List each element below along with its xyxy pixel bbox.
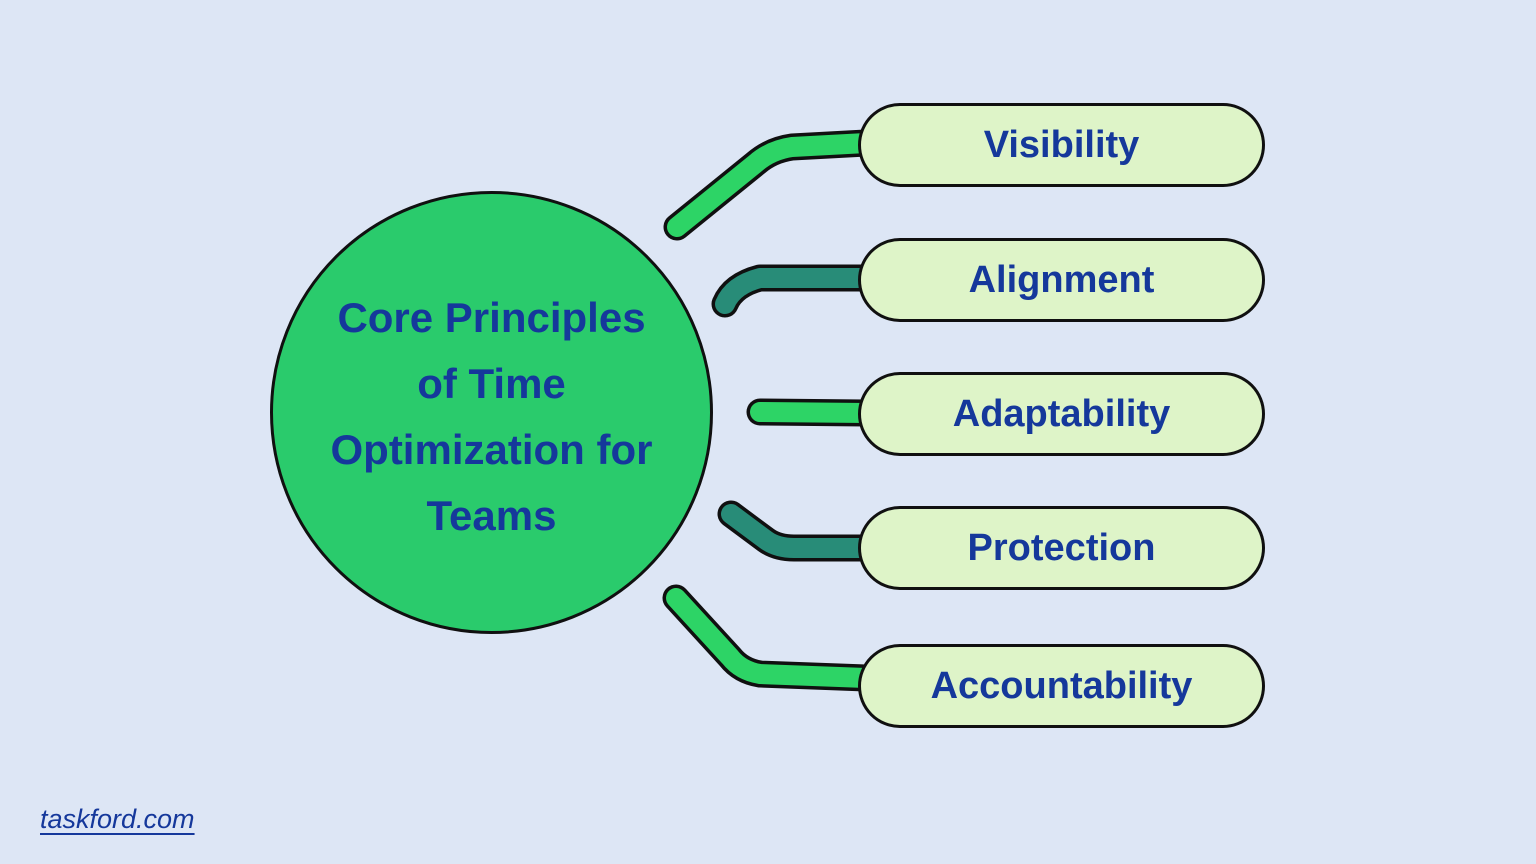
center-title-line: Teams [426, 491, 557, 539]
center-topic-title: Core Principles of Time Optimization for… [331, 285, 653, 549]
center-title-line: Optimization for [330, 425, 653, 473]
node-pill-accountability: Accountability [858, 644, 1265, 728]
node-pill-protection: Protection [858, 506, 1265, 590]
node-label: Adaptability [952, 392, 1171, 435]
center-title-line: Core Principles [337, 293, 646, 341]
node-pill-visibility: Visibility [858, 103, 1265, 187]
node-label: Accountability [930, 664, 1193, 707]
connector-protection [717, 500, 880, 562]
connector-alignment [711, 264, 880, 318]
website-link[interactable]: taskford.com [40, 804, 195, 834]
node-label: Protection [967, 526, 1156, 569]
connector-accountability [662, 584, 880, 692]
connector-visibility [663, 129, 880, 241]
center-topic-circle: Core Principles of Time Optimization for… [270, 191, 713, 634]
node-pill-alignment: Alignment [858, 238, 1265, 322]
center-title-line: of Time [417, 359, 566, 407]
node-label: Alignment [968, 258, 1155, 301]
node-pill-adaptability: Adaptability [858, 372, 1265, 456]
node-label: Visibility [983, 123, 1140, 166]
connector-adaptability [746, 398, 880, 427]
